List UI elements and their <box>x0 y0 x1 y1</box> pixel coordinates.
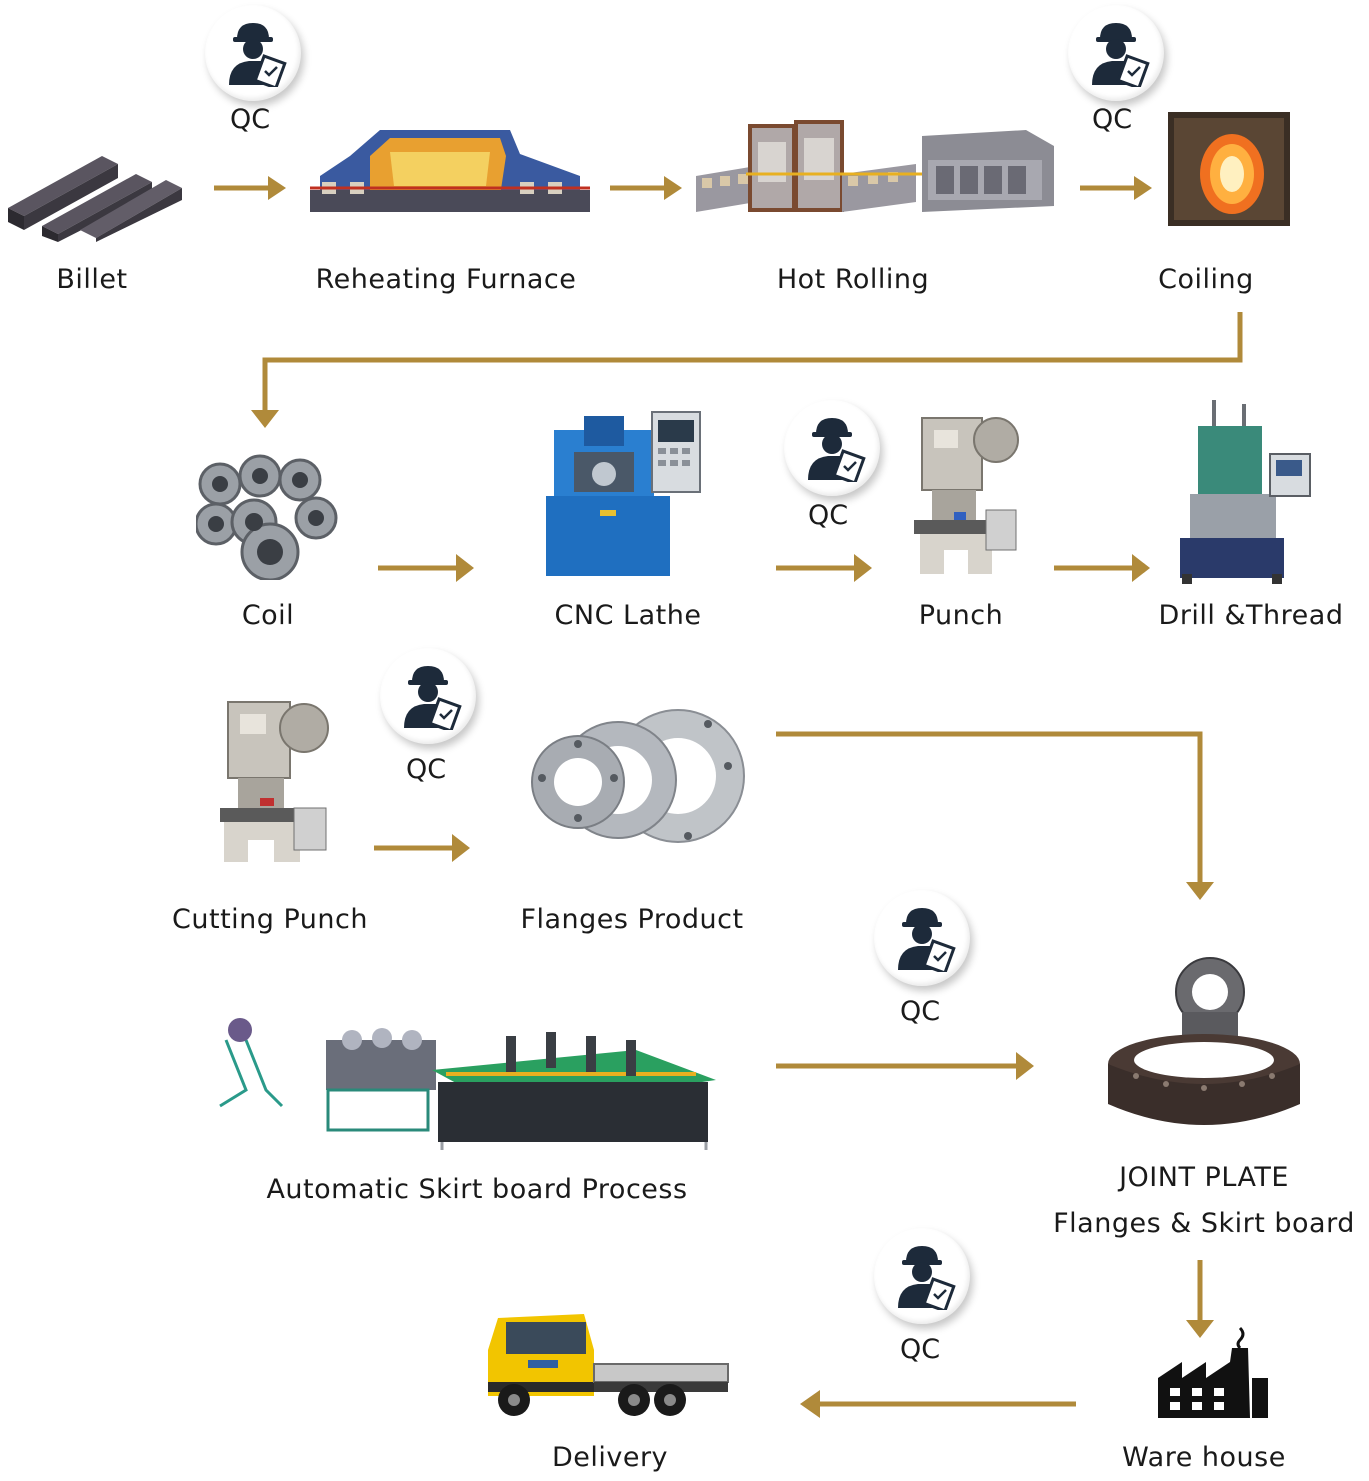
coiling-illustration <box>1168 112 1290 226</box>
reheating-furnace-label: Reheating Furnace <box>315 264 577 295</box>
qc-label: QC <box>1091 104 1133 135</box>
flanges-product-label: Flanges Product <box>520 904 744 935</box>
hot-rolling-label: Hot Rolling <box>776 264 930 295</box>
qc-label: QC <box>229 104 271 135</box>
cnc-lathe-label: CNC Lathe <box>554 600 702 631</box>
drill-thread-machine-illustration <box>1180 400 1311 584</box>
skirt-board-process-label: Automatic Skirt board Process <box>266 1174 688 1205</box>
reheating-furnace-illustration <box>310 130 590 212</box>
coiling-label: Coiling <box>1158 264 1254 295</box>
billet-illustration <box>8 156 182 242</box>
flanges-product-illustration <box>531 709 745 843</box>
qc-inspector-icon <box>874 1228 970 1324</box>
skirt-board-line-illustration <box>219 1018 716 1150</box>
coil-label: Coil <box>241 600 295 631</box>
delivery-truck-illustration <box>488 1314 729 1416</box>
qc-inspector-icon <box>784 400 880 496</box>
qc-inspector-icon <box>1068 5 1164 101</box>
delivery-label: Delivery <box>551 1442 669 1473</box>
joint-plate-label: JOINT PLATE <box>1119 1162 1289 1193</box>
cutting-punch-label: Cutting Punch <box>172 904 368 935</box>
warehouse-icon <box>1158 1326 1268 1418</box>
cutting-punch-illustration <box>220 701 329 862</box>
joint-plate-illustration <box>1108 957 1300 1125</box>
qc-inspector-icon <box>205 5 301 101</box>
hot-rolling-illustration <box>696 120 1054 212</box>
drill-thread-label: Drill &Thread <box>1158 600 1344 631</box>
coil-illustration <box>196 454 338 580</box>
qc-label: QC <box>899 1334 941 1365</box>
qc-label: QC <box>807 500 849 531</box>
punch-label: Punch <box>918 600 1004 631</box>
qc-label: QC <box>899 996 941 1027</box>
qc-label: QC <box>405 754 447 785</box>
joint-plate-sublabel: Flanges & Skirt board <box>1053 1208 1355 1239</box>
warehouse-label: Ware house <box>1122 1442 1286 1473</box>
cnc-lathe-illustration <box>546 411 701 576</box>
punch-machine-illustration <box>914 417 1019 574</box>
billet-label: Billet <box>56 264 128 295</box>
qc-inspector-icon <box>380 648 476 744</box>
qc-inspector-icon <box>874 890 970 986</box>
